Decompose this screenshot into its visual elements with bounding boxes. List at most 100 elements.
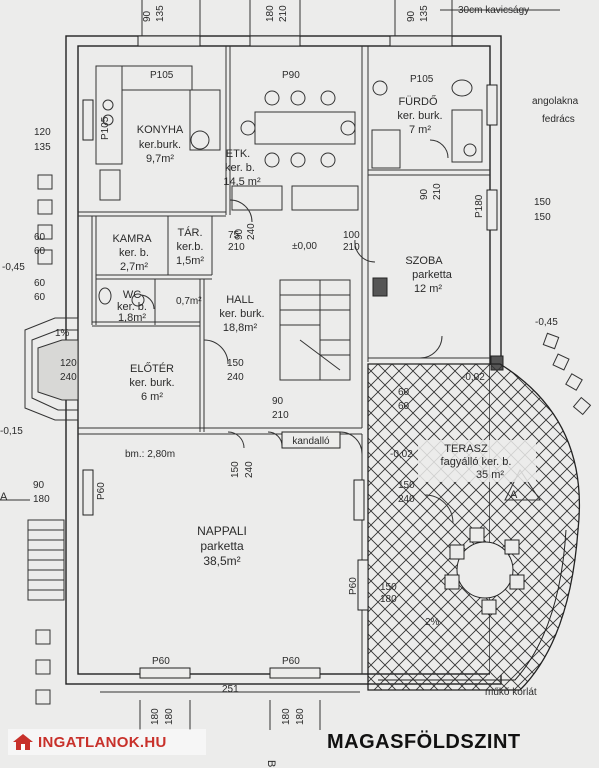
- grate-label-2: fedrács: [542, 114, 575, 125]
- room-area: 38,5m²: [203, 554, 240, 568]
- level-label-c: -0,02: [462, 372, 485, 383]
- top-dimension-ticks: [141, 0, 560, 36]
- room-area: 35 m²: [476, 469, 504, 481]
- room-area: 12 m²: [414, 283, 442, 295]
- wc-fixtures: [98, 287, 145, 307]
- room-wc: WC ker. b. 1,8m²: [117, 289, 147, 324]
- stepping-stones-left: [37, 174, 53, 265]
- kitchen-furniture: [95, 65, 221, 201]
- room-name: TERASZ: [444, 443, 488, 455]
- svg-text:240: 240: [60, 372, 77, 383]
- svg-text:90: 90: [142, 10, 153, 22]
- svg-text:210: 210: [278, 5, 289, 22]
- svg-text:150: 150: [534, 212, 551, 223]
- room-terasz: TERASZ fagyálló ker. b. 35 m²: [418, 440, 536, 482]
- room-area: 18,8m²: [223, 322, 258, 334]
- svg-text:60: 60: [34, 292, 46, 303]
- room-floor: ker. b.: [117, 301, 147, 313]
- room-area: 1,8m²: [118, 312, 146, 324]
- level-label-a: -0,45: [2, 262, 25, 273]
- svg-text:100: 100: [343, 230, 360, 241]
- svg-text:150: 150: [230, 461, 241, 478]
- svg-text:90: 90: [33, 480, 45, 491]
- svg-text:180: 180: [295, 708, 306, 725]
- section-b: B: [265, 760, 277, 767]
- staircase: [279, 279, 351, 381]
- level-label-e: -0,15: [0, 426, 23, 437]
- room-konyha: KONYHA ker.burk. 9,7m²: [137, 124, 184, 165]
- svg-text:180: 180: [281, 708, 292, 725]
- dining-table: [231, 90, 359, 211]
- svg-text:P60: P60: [152, 656, 170, 667]
- floor-title: MAGASFÖLDSZINT: [327, 731, 521, 753]
- stepping-stones-bottom-left: [35, 629, 51, 705]
- room-floor: ker.b.: [177, 241, 204, 253]
- svg-text:75: 75: [228, 230, 240, 241]
- watermark-logo: INGATLANOK.HU: [8, 729, 206, 755]
- house-logo-icon: [13, 734, 33, 750]
- svg-text:240: 240: [244, 461, 255, 478]
- svg-text:180: 180: [164, 708, 175, 725]
- room-floor: ker. b.: [119, 247, 149, 259]
- svg-text:90: 90: [419, 188, 430, 200]
- svg-text:251: 251: [222, 684, 239, 695]
- level-label-d: -0,02: [390, 449, 413, 460]
- room-floor: parketta: [200, 539, 244, 553]
- svg-text:150: 150: [380, 582, 397, 593]
- room-furdo: FÜRDŐ ker. burk. 7 m²: [397, 94, 442, 136]
- room-floor: fagyálló ker. b.: [441, 456, 512, 468]
- room-name: SZOBA: [405, 255, 443, 267]
- svg-text:P60: P60: [96, 482, 107, 500]
- room-floor: ker. burk.: [219, 308, 264, 320]
- terrace-area: [367, 363, 581, 691]
- svg-text:150: 150: [398, 480, 415, 491]
- stepping-stones-right: [542, 332, 592, 416]
- room-name: NAPPALI: [197, 524, 247, 538]
- terrace-table: [444, 527, 525, 615]
- svg-text:180: 180: [265, 5, 276, 22]
- slope-label-2: 2%: [425, 617, 440, 628]
- svg-text:120: 120: [34, 127, 51, 138]
- slope-label-1: 1%: [55, 328, 70, 339]
- left-steps: [27, 519, 65, 601]
- svg-text:60: 60: [398, 401, 410, 412]
- level-label-b: -0,45: [535, 317, 558, 328]
- room-area: 2,7m²: [120, 261, 148, 273]
- svg-text:90: 90: [272, 396, 284, 407]
- svg-text:P105: P105: [150, 70, 174, 81]
- room-area: 7 m²: [409, 124, 431, 136]
- svg-text:240: 240: [246, 223, 257, 240]
- svg-text:60: 60: [34, 232, 46, 243]
- svg-text:135: 135: [34, 142, 51, 153]
- room-area: 6 m²: [141, 391, 163, 403]
- gravel-label: 30cm kavicságy: [458, 5, 529, 16]
- grate-label: angolakna: [532, 96, 579, 107]
- railing-label: műkő korlát: [485, 687, 537, 698]
- room-floor: ker. burk.: [397, 110, 442, 122]
- svg-text:P105: P105: [100, 116, 111, 140]
- room-floor: parketta: [412, 269, 453, 281]
- room-hall: HALL ker. burk. 18,8m²: [219, 294, 264, 334]
- svg-text:210: 210: [343, 242, 360, 253]
- entry-porch: [24, 317, 79, 421]
- room-floor: ker. burk.: [129, 377, 174, 389]
- window-marks-bottom: [82, 84, 498, 679]
- room-name: KONYHA: [137, 124, 184, 136]
- svg-text:240: 240: [227, 372, 244, 383]
- svg-text:180: 180: [380, 594, 397, 605]
- section-a-left: A: [0, 491, 8, 503]
- room-area: 14,5 m²: [223, 176, 261, 188]
- room-name: ETK.: [226, 148, 250, 160]
- svg-text:60: 60: [34, 246, 46, 257]
- svg-text:150: 150: [227, 358, 244, 369]
- room-area: 1,5m²: [176, 255, 204, 267]
- room-eloter: ELŐTÉR ker. burk. 6 m²: [129, 361, 174, 403]
- watermark-text: INGATLANOK.HU: [38, 733, 167, 751]
- svg-text:210: 210: [228, 242, 245, 253]
- room-etk: ETK. ker. b. 14,5 m²: [223, 148, 261, 188]
- svg-text:P180: P180: [474, 194, 485, 218]
- room-floor: ker.burk.: [139, 139, 181, 151]
- svg-text:90: 90: [406, 10, 417, 22]
- svg-text:60: 60: [34, 278, 46, 289]
